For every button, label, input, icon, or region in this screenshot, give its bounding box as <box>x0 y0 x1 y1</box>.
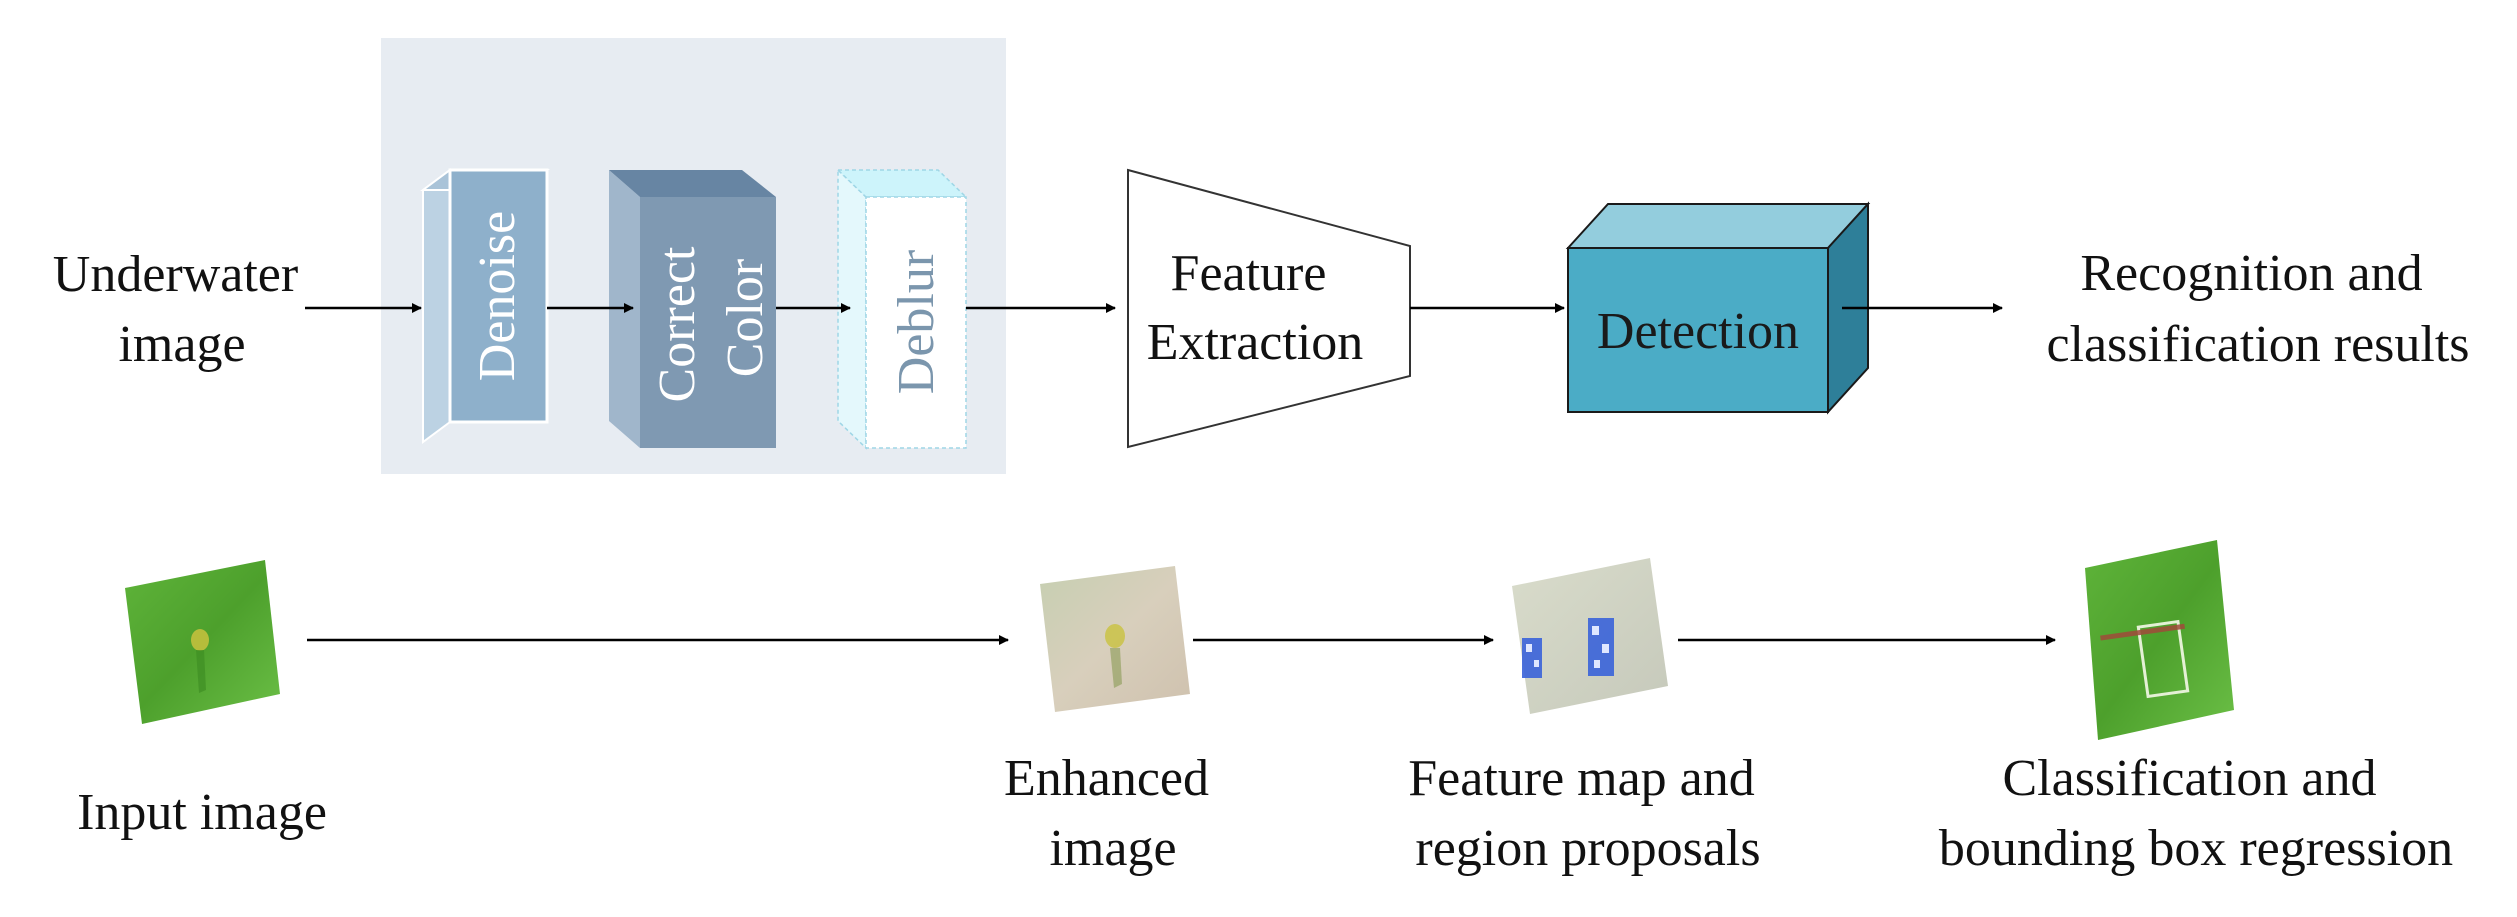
bounding-box <box>2136 619 2190 699</box>
result-thumbnail <box>2085 540 2234 740</box>
feature-extraction-label: Feature Extraction <box>1147 245 1364 371</box>
input-image-label: Input image <box>77 784 327 841</box>
feature-map-label: Feature map and region proposals <box>1408 750 1768 877</box>
enhanced-image-label: Enhanced image <box>1004 750 1222 877</box>
recognition-results-label: Recognition and classification results <box>2046 245 2469 373</box>
deblur-block: Deblur <box>836 168 968 450</box>
deblur-label: Deblur <box>888 250 945 394</box>
underwater-image-label: Underwater image <box>53 246 311 373</box>
denoise-block: Denoise <box>419 168 551 444</box>
feature-extraction-block: Feature Extraction <box>1127 168 1411 449</box>
feature-map-thumbnail <box>1512 558 1668 714</box>
denoise-label: Denoise <box>469 211 526 381</box>
region-proposal-box <box>1588 618 1614 676</box>
correct-color-block: Correct Color <box>609 170 776 448</box>
detection-label: Detection <box>1597 303 1799 360</box>
region-proposal-box <box>1522 638 1542 678</box>
detection-block: Detection <box>1565 201 1871 415</box>
enhanced-image-thumbnail <box>1040 566 1190 712</box>
input-image-thumbnail <box>125 560 280 724</box>
correct-color-label: Correct Color <box>649 234 774 403</box>
result-label: Classification and bounding box regressi… <box>1939 750 2453 877</box>
